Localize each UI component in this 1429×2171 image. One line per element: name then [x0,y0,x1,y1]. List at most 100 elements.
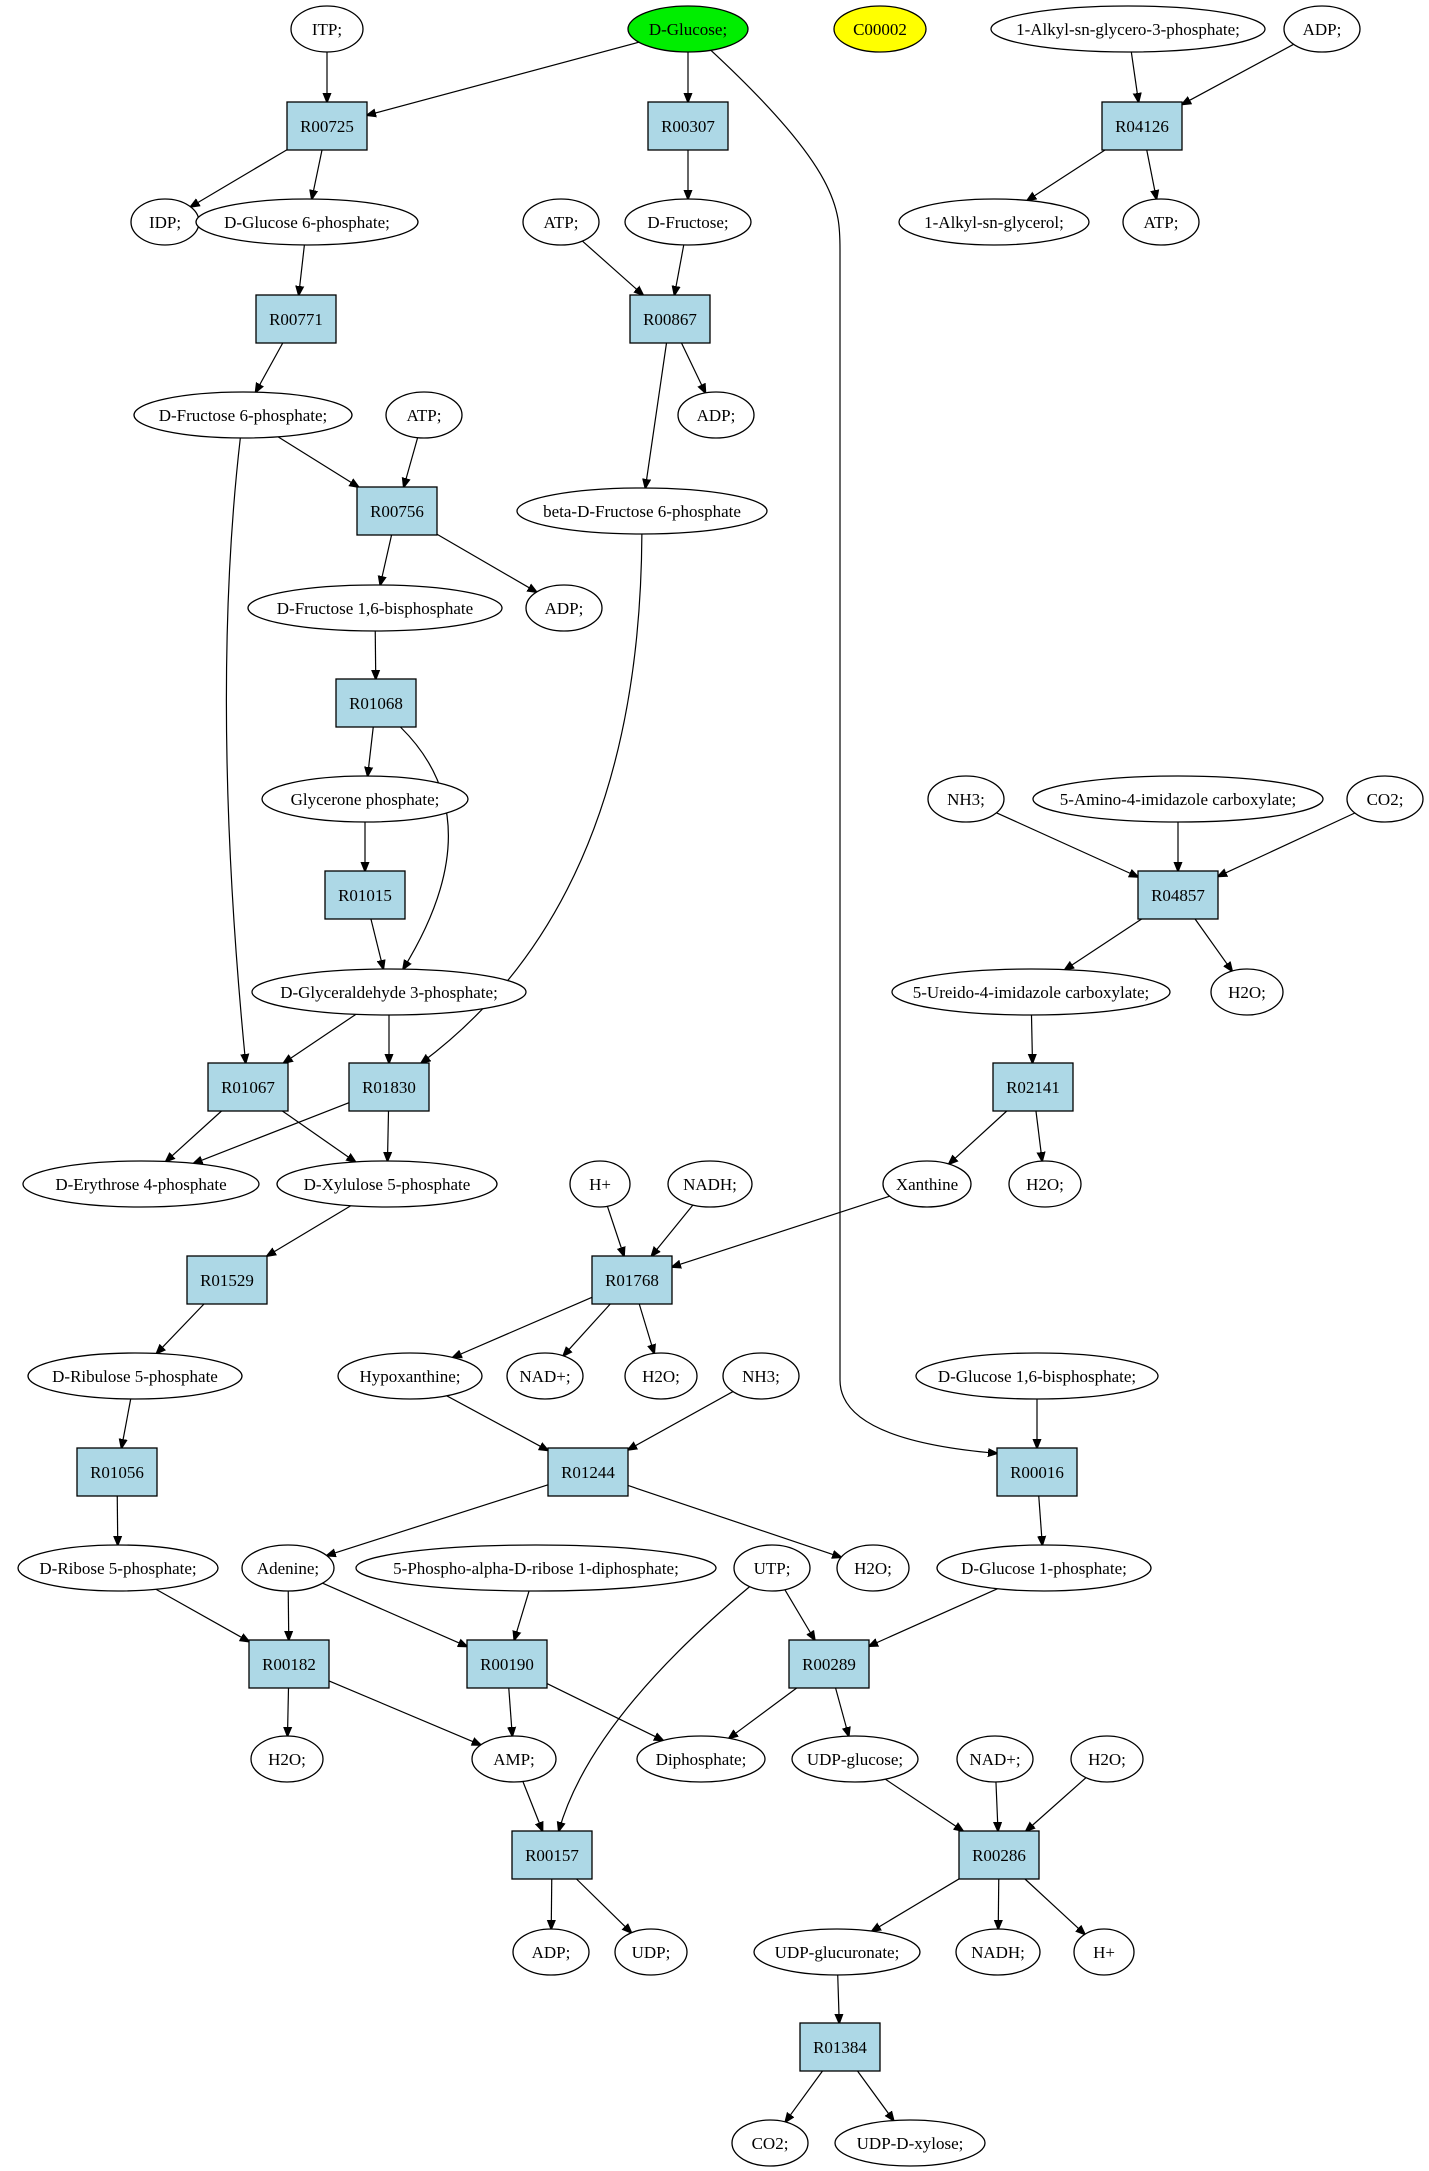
edge-r04126-to-atp_b [1146,149,1157,199]
nodes-layer: ITP; D-Glucose; C00002 1-Alkyl-sn-glycero-3… [17,5,1424,2167]
compound-node-udpglucose[interactable]: UDP-glucose; [791,1735,919,1783]
reaction-node-r00867[interactable]: R00867 [629,294,711,344]
compound-node-diphosphate[interactable]: Diphosphate; [636,1735,766,1783]
reaction-node-r00289[interactable]: R00289 [788,1639,870,1689]
reaction-node-r01056[interactable]: R01056 [76,1447,158,1497]
compound-node-udpglucuronate[interactable]: UDP-glucuronate; [753,1928,921,1976]
compound-node-co2_b[interactable]: CO2; [731,2119,809,2167]
compound-ellipse [27,1352,243,1400]
compound-node-h2o_b[interactable]: H2O; [1008,1160,1082,1208]
compound-node-f16bp[interactable]: D-Fructose 1,6-bisphosphate [247,584,503,632]
compound-node-g1p[interactable]: D-Glucose 1-phosphate; [936,1544,1152,1592]
compound-node-g16bp[interactable]: D-Glucose 1,6-bisphosphate; [915,1352,1159,1400]
compound-node-adp_b[interactable]: ADP; [525,584,603,632]
compound-node-nadplus_b[interactable]: NAD+; [956,1735,1034,1783]
compound-node-alkylglycerol[interactable]: 1-Alkyl-sn-glycerol; [898,198,1090,246]
compound-node-uica[interactable]: 5-Ureido-4-imidazole carboxylate; [891,968,1171,1016]
compound-node-adp_a[interactable]: ADP; [677,391,755,439]
compound-node-glycerone[interactable]: Glycerone phosphate; [261,775,469,823]
compound-node-itp[interactable]: ITP; [290,5,364,53]
compound-node-aica[interactable]: 5-Amino-4-imidazole carboxylate; [1032,775,1324,823]
reaction-node-r01384[interactable]: R01384 [799,2022,881,2072]
node-label: R01529 [200,1271,254,1290]
reaction-node-r01068[interactable]: R01068 [335,678,417,728]
reaction-node-r00190[interactable]: R00190 [466,1639,548,1689]
reaction-node-r04857[interactable]: R04857 [1137,870,1219,920]
compound-node-adenine[interactable]: Adenine; [241,1544,335,1592]
compound-node-f6p[interactable]: D-Fructose 6-phosphate; [133,391,353,439]
reaction-node-r02141[interactable]: R02141 [992,1062,1074,1112]
compound-node-h2o_d[interactable]: H2O; [836,1544,910,1592]
compound-node-prpp[interactable]: 5-Phospho-alpha-D-ribose 1-diphosphate; [355,1544,717,1592]
node-label: NADH; [971,1943,1025,1962]
reaction-box [76,1447,158,1497]
reaction-node-r00157[interactable]: R00157 [511,1830,593,1880]
reaction-box [547,1447,629,1497]
compound-node-utp[interactable]: UTP; [733,1544,811,1592]
compound-node-h2o_f[interactable]: H2O; [1070,1735,1144,1783]
compound-node-idp[interactable]: IDP; [130,198,200,246]
compound-node-xanthine[interactable]: Xanthine [882,1160,972,1208]
compound-ellipse [22,1160,260,1208]
compound-node-x5p[interactable]: D-Xylulose 5-phosphate [276,1160,498,1208]
reaction-node-r01768[interactable]: R01768 [591,1255,673,1305]
compound-node-e4p[interactable]: D-Erythrose 4-phosphate [22,1160,260,1208]
compound-node-nh3_b[interactable]: NH3; [722,1352,800,1400]
reaction-node-r00756[interactable]: R00756 [356,486,438,536]
compound-node-r5p[interactable]: D-Ribose 5-phosphate; [17,1544,219,1592]
compound-node-amp[interactable]: AMP; [471,1735,557,1783]
reaction-node-r01015[interactable]: R01015 [324,870,406,920]
node-label: 5-Ureido-4-imidazole carboxylate; [913,983,1149,1002]
edge-nh3_a-to-r04857 [996,812,1138,877]
reaction-node-r04126[interactable]: R04126 [1101,101,1183,151]
compound-node-alkylglycerop[interactable]: 1-Alkyl-sn-glycero-3-phosphate; [990,5,1266,53]
compound-node-atp_c[interactable]: ATP; [385,391,463,439]
compound-node-dfructose[interactable]: D-Fructose; [624,198,752,246]
node-label: 5-Amino-4-imidazole carboxylate; [1060,790,1297,809]
compound-node-adp_c[interactable]: ADP; [512,1928,590,1976]
node-label: R01768 [605,1271,659,1290]
compound-node-g6p[interactable]: D-Glucose 6-phosphate; [195,198,419,246]
compound-node-nh3_a[interactable]: NH3; [927,775,1005,823]
reaction-node-r01067[interactable]: R01067 [207,1062,289,1112]
reaction-node-r00182[interactable]: R00182 [248,1639,330,1689]
compound-node-nadh_b[interactable]: NADH; [955,1928,1041,1976]
compound-node-c00002[interactable]: C00002 [833,5,927,53]
reaction-node-r01529[interactable]: R01529 [186,1255,268,1305]
compound-node-g3p[interactable]: D-Glyceraldehyde 3-phosphate; [251,968,527,1016]
compound-node-dglucose[interactable]: D-Glucose; [627,5,749,53]
compound-node-nadplus_a[interactable]: NAD+; [506,1352,584,1400]
compound-ellipse [891,968,1171,1016]
compound-node-hplus_a[interactable]: H+ [569,1160,631,1208]
compound-node-atp_b[interactable]: ATP; [1122,198,1200,246]
compound-node-nadh_a[interactable]: NADH; [667,1160,753,1208]
node-label: H2O; [1088,1750,1126,1769]
compound-ellipse [624,1352,698,1400]
compound-node-h2o_e[interactable]: H2O; [250,1735,324,1783]
node-label: 1-Alkyl-sn-glycero-3-phosphate; [1016,20,1240,39]
node-label: UDP-glucuronate; [775,1943,900,1962]
node-label: R01015 [338,886,392,905]
reaction-node-r01244[interactable]: R01244 [547,1447,629,1497]
compound-node-udp[interactable]: UDP; [614,1928,688,1976]
reaction-node-r00286[interactable]: R00286 [958,1830,1040,1880]
reaction-node-r00307[interactable]: R00307 [647,101,729,151]
compound-node-hypox[interactable]: Hypoxanthine; [337,1352,483,1400]
reaction-node-r00016[interactable]: R00016 [996,1447,1078,1497]
compound-node-ru5p[interactable]: D-Ribulose 5-phosphate [27,1352,243,1400]
compound-node-co2_a[interactable]: CO2; [1346,775,1424,823]
reaction-node-r00771[interactable]: R00771 [255,294,337,344]
reaction-node-r00725[interactable]: R00725 [286,101,368,151]
compound-ellipse [791,1735,919,1783]
compound-node-udpxylose[interactable]: UDP-D-xylose; [834,2119,986,2167]
compound-node-h2o_c[interactable]: H2O; [624,1352,698,1400]
compound-node-adp_top[interactable]: ADP; [1283,5,1361,53]
edge-r01830-to-e4p [194,1102,350,1164]
compound-node-hplus_b[interactable]: H+ [1073,1928,1135,1976]
edge-r01068-to-g3p [399,726,449,969]
compound-node-bf6p[interactable]: beta-D-Fructose 6-phosphate [516,487,768,535]
edge-r01384-to-co2_b [785,2070,823,2122]
compound-node-h2o_a[interactable]: H2O; [1210,968,1284,1016]
compound-node-atp_a[interactable]: ATP; [522,198,600,246]
reaction-node-r01830[interactable]: R01830 [348,1062,430,1112]
